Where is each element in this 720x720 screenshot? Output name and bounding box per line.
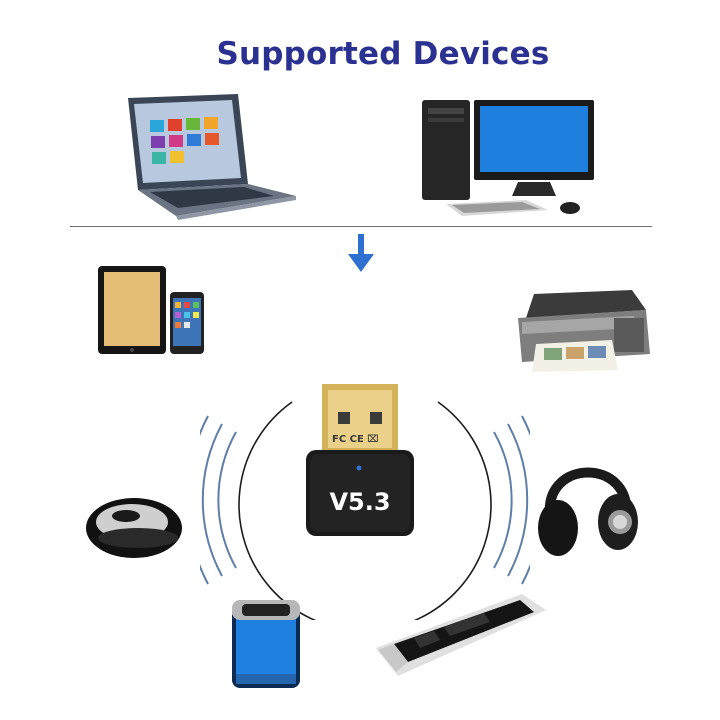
mouse-image bbox=[84, 494, 184, 560]
tablet-and-phone-image bbox=[96, 264, 208, 356]
printer-image bbox=[514, 288, 654, 374]
speaker-image bbox=[230, 598, 302, 690]
desktop-computer-image bbox=[418, 96, 596, 220]
bluetooth-usb-dongle-image: FC CE ⌧ V5.3 bbox=[302, 382, 416, 538]
laptop-image bbox=[124, 92, 298, 220]
page-title: Supported Devices bbox=[216, 36, 550, 72]
down-arrow-icon bbox=[347, 234, 375, 274]
keyboard-image bbox=[374, 592, 548, 678]
divider-line bbox=[70, 226, 652, 227]
certification-marks: FC CE ⌧ bbox=[332, 434, 379, 445]
signal-circle-graphic bbox=[200, 380, 530, 620]
headphones-image bbox=[536, 438, 640, 560]
version-label: V5.3 bbox=[329, 488, 390, 516]
